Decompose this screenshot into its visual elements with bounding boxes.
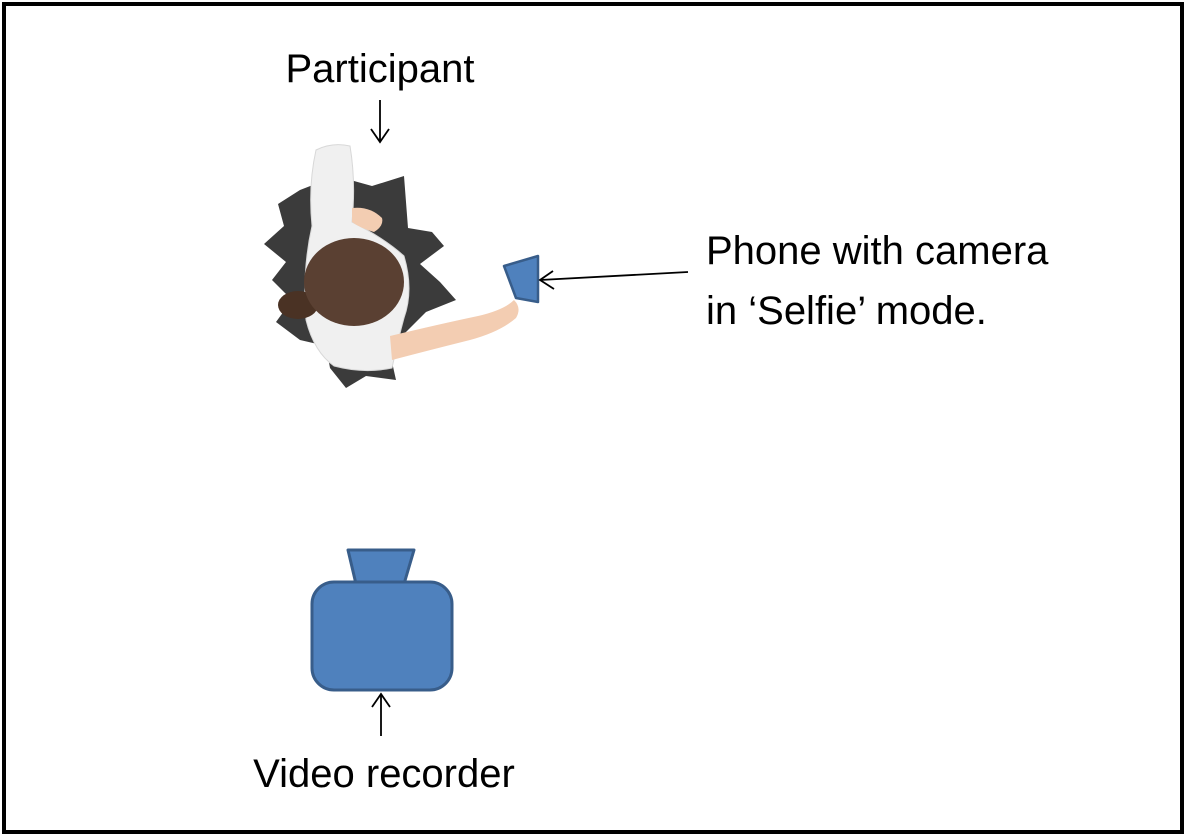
video-recorder-icon (310, 548, 454, 692)
phone-label-line-2: in ‘Selfie’ mode. (706, 289, 987, 333)
video-recorder-label: Video recorder (253, 752, 515, 796)
participant-label: Participant (286, 47, 475, 91)
participant-head (304, 238, 404, 326)
video-recorder-arrow (371, 692, 391, 736)
participant-arrow (370, 100, 390, 144)
participant-hand (352, 207, 383, 232)
participant-arm (390, 300, 519, 360)
video-recorder-lens (346, 548, 416, 586)
video-recorder-body (310, 580, 454, 692)
phone-icon (502, 254, 540, 304)
phone-arrow (538, 270, 689, 290)
participant-figure-icon (264, 144, 519, 388)
phone-label-line-1: Phone with camera (706, 229, 1049, 273)
